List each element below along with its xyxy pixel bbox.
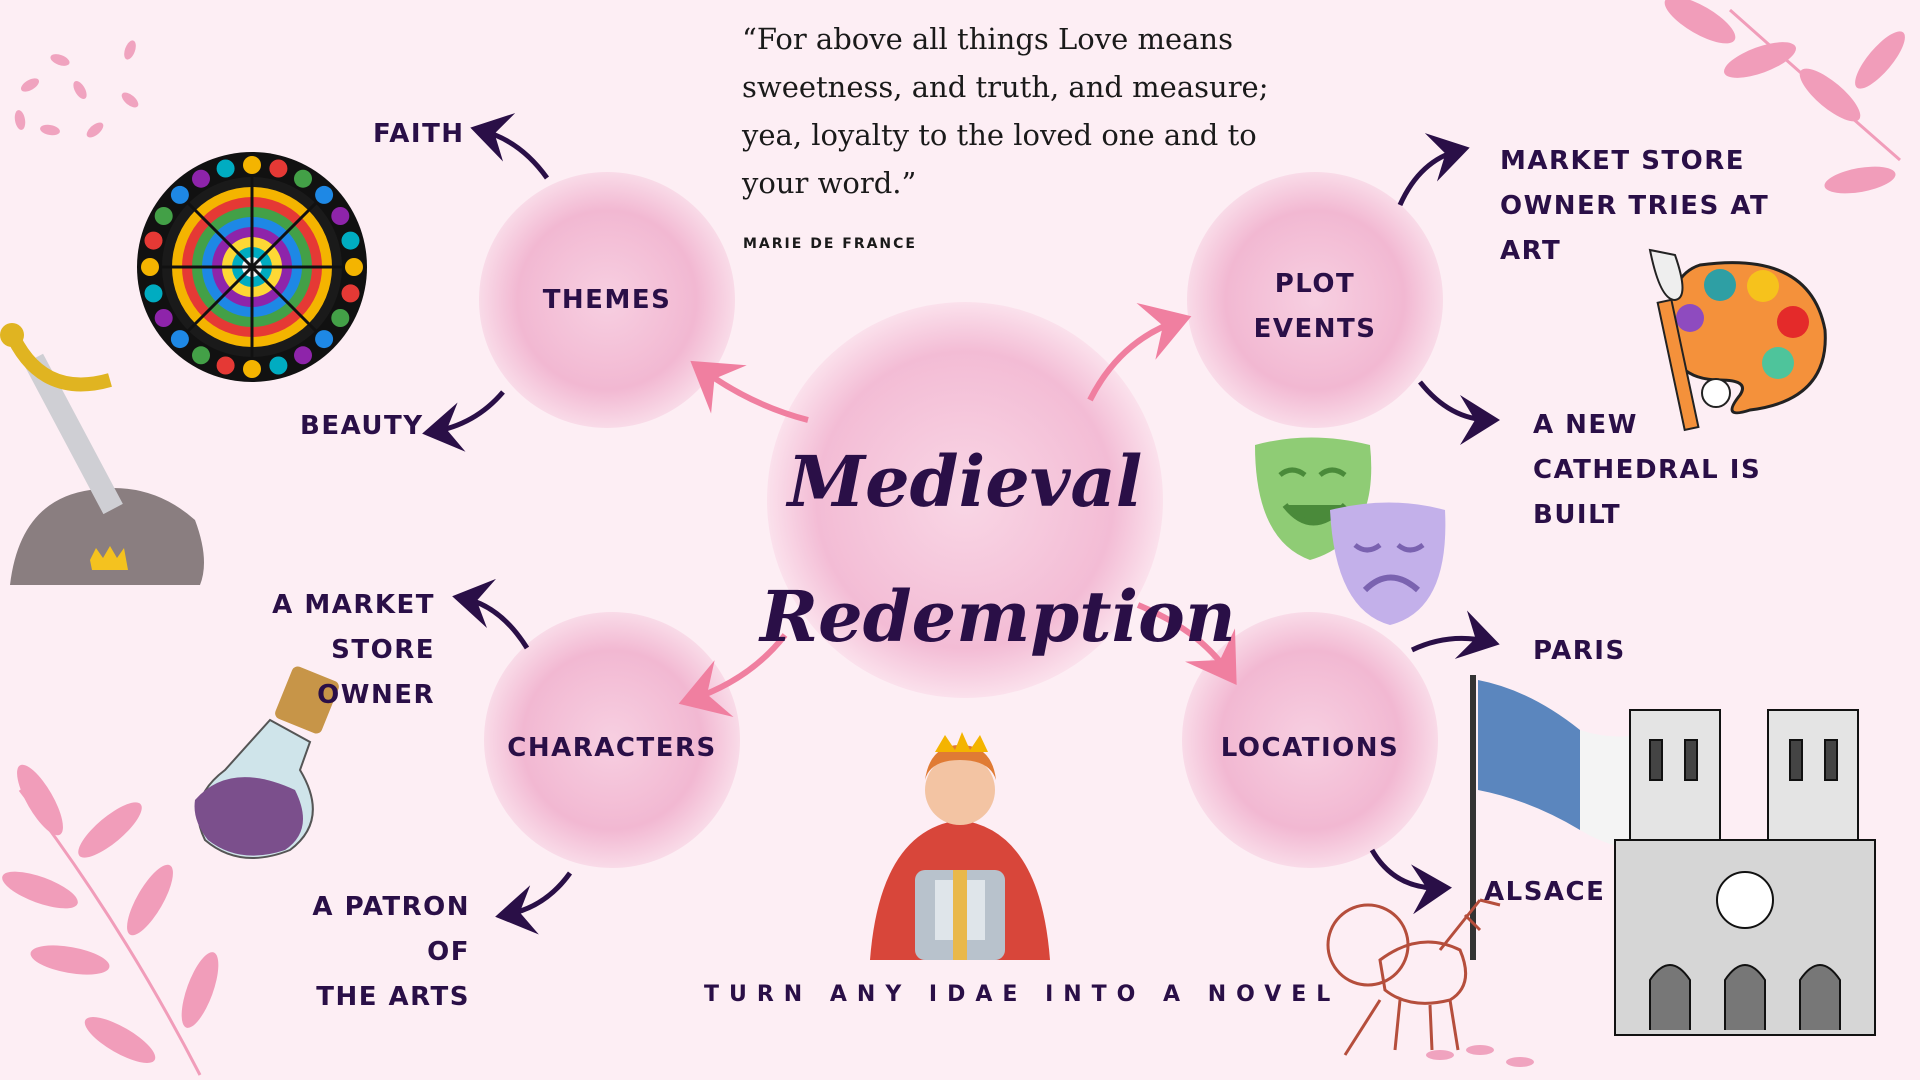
leaf-alsace: ALSACE [1484,877,1606,907]
rose-petal [315,330,334,349]
central-bubble [767,302,1163,698]
node-locations[interactable]: LOCATIONS [1220,733,1400,763]
rose-petal [315,185,334,204]
arrow-to-paris [1410,610,1500,659]
knight-king-icon [870,732,1050,960]
arrow-to-locations [1136,602,1237,685]
rose-petal [216,356,235,375]
rose-petal [294,169,312,188]
rose-petal [243,156,261,174]
themes-bubble[interactable] [479,172,735,428]
rose-petal [294,346,312,365]
leaf-market-owner: A MARKET STORE OWNER [272,590,435,710]
leaf-faith: FAITH [373,119,465,149]
arrow-to-beauty [422,390,505,452]
rose-petal [170,330,189,349]
rose-petal [144,284,163,303]
rose-petal [154,309,173,327]
arrow-to-plot-events [1087,302,1192,402]
rose-petal [243,360,261,378]
plot-events-bubble[interactable] [1187,172,1443,428]
rose-petal [216,159,235,178]
arrow-to-themes [690,360,809,423]
arrow-to-new-cathedral [1418,380,1500,445]
arrow-to-faith [470,113,550,180]
leaf-branch-icon [1664,0,1905,194]
title-line-1: Medieval [787,440,1143,523]
node-plot-events[interactable]: PLOT EVENTS [1253,269,1377,344]
leaf-beauty: BEAUTY [300,411,424,441]
tagline: TURN ANY IDAE INTO A NOVEL [704,982,1341,1007]
leaf-patron: A PATRON OF THE ARTS [312,892,470,1012]
leaf-market-owner-art: MARKET STORE OWNER TRIES AT ART [1500,146,1770,266]
potion-bottle-icon [194,666,339,859]
rose-petal [170,185,189,204]
characters-bubble[interactable] [484,612,740,868]
rose-petal [341,284,360,303]
arrow-to-market-owner-art [1397,133,1470,207]
rose-petal [192,169,210,188]
node-themes[interactable]: THEMES [542,285,672,315]
quote-text: “For above all things Love means sweetne… [742,22,1269,200]
notre-dame-icon [1614,709,1876,1036]
node-characters[interactable]: CHARACTERS [507,733,717,763]
rose-petal [269,159,288,178]
rose-petal [341,231,360,250]
leaf-branch-icon [2,764,219,1076]
leaf-paris: PARIS [1533,636,1626,666]
locations-bubble[interactable] [1182,612,1438,868]
theater-masks-icon [1255,437,1446,625]
rose-petal [269,356,288,375]
arrow-to-market-owner [452,578,530,650]
rose-petal [345,258,363,276]
leaf-new-cathedral: A NEW CATHEDRAL IS BUILT [1533,410,1762,530]
lamb-icon [1326,898,1501,1056]
arrow-to-alsace [1369,848,1452,915]
quote-author: MARIE DE FRANCE [743,236,917,252]
petal-dots [14,40,1534,1067]
rose-petal [144,231,163,250]
sword-in-stone-icon [0,323,204,585]
arrow-to-characters [678,633,788,718]
rose-petal [192,346,210,365]
rose-petal [331,207,350,225]
rose-petal [154,207,173,225]
rose-petal [331,309,350,327]
rose-window-icon [137,152,367,382]
arrow-to-patron [495,871,573,935]
rose-petal [141,258,159,276]
paint-palette-icon [1648,248,1827,432]
title-line-2: Redemption [760,575,1236,658]
